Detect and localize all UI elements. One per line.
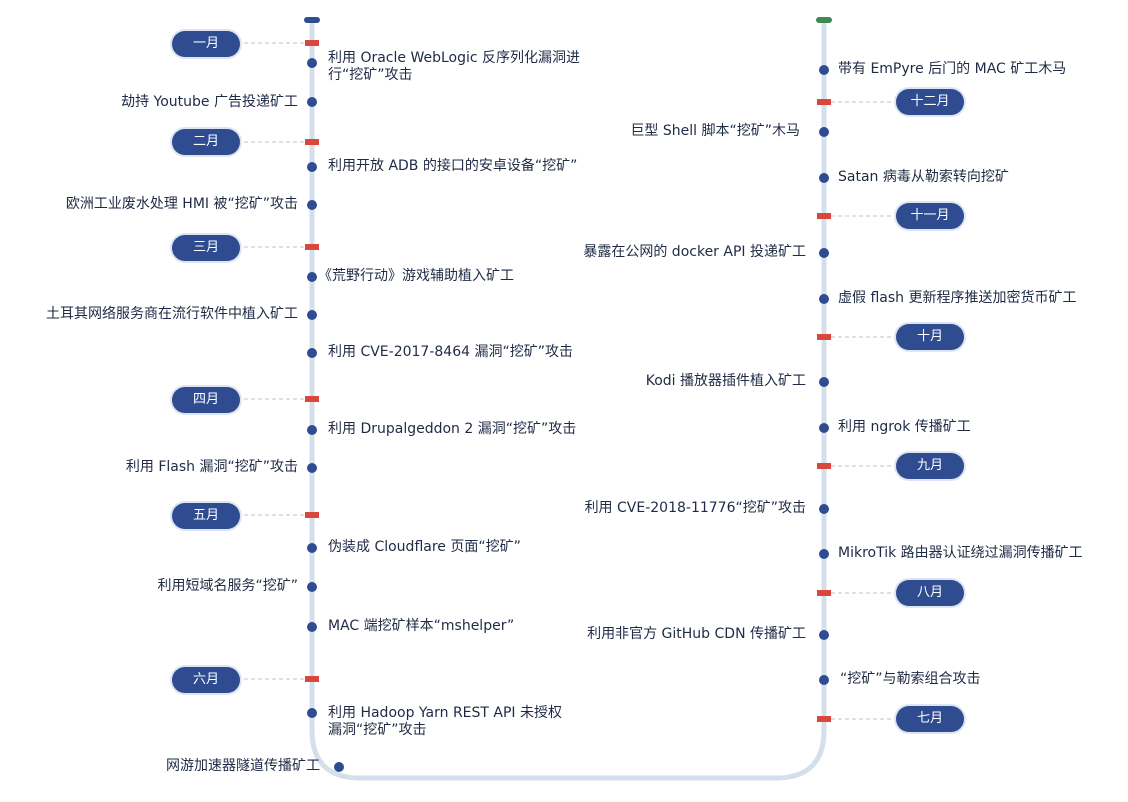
event-label-flash: 利用 Flash 漏洞“挖矿”攻击 bbox=[125, 459, 298, 475]
event-label-ransom-combo: “挖矿”与勒索组合攻击 bbox=[840, 671, 981, 687]
event-label-cloudflare: 伪装成 Cloudflare 页面“挖矿” bbox=[328, 539, 521, 555]
event-label-cve-2017-8464: 利用 CVE-2017-8464 漏洞“挖矿”攻击 bbox=[328, 344, 573, 360]
event-node bbox=[307, 310, 317, 320]
event-label-docker-api: 暴露在公网的 docker API 投递矿工 bbox=[583, 244, 806, 260]
month-label-may: 五月 bbox=[172, 503, 240, 529]
event-node bbox=[307, 425, 317, 435]
event-node bbox=[307, 463, 317, 473]
month-label-dec: 十二月 bbox=[896, 89, 964, 115]
month-marker-may bbox=[244, 512, 319, 518]
event-label-mshelper: MAC 端挖矿样本“mshelper” bbox=[328, 618, 515, 634]
event-label-hmi: 欧洲工业废水处理 HMI 被“挖矿”攻击 bbox=[65, 196, 298, 212]
start-cap bbox=[304, 17, 320, 23]
timeline-track bbox=[309, 17, 827, 781]
month-marker-aug bbox=[817, 590, 896, 596]
event-label-turkey-isp: 土耳其网络服务商在流行软件中植入矿工 bbox=[46, 306, 298, 322]
month-marker-feb bbox=[244, 139, 319, 145]
month-label-apr: 四月 bbox=[172, 387, 240, 413]
event-label-kodi: Kodi 播放器插件植入矿工 bbox=[645, 373, 806, 389]
month-label-oct: 十月 bbox=[896, 324, 964, 350]
month-label-sep: 九月 bbox=[896, 453, 964, 479]
month-label-jul: 七月 bbox=[896, 706, 964, 732]
event-node bbox=[819, 630, 829, 640]
event-label-hadoop-yarn: 利用 Hadoop Yarn REST API 未授权 漏洞“挖矿”攻击 bbox=[328, 705, 563, 738]
event-node bbox=[819, 423, 829, 433]
event-label-drupalgeddon: 利用 Drupalgeddon 2 漏洞“挖矿”攻击 bbox=[328, 421, 577, 437]
event-label-ngrok: 利用 ngrok 传播矿工 bbox=[838, 419, 971, 435]
event-node bbox=[819, 65, 829, 75]
event-node bbox=[307, 200, 317, 210]
event-label-knives-out: 《荒野行动》游戏辅助植入矿工 bbox=[318, 268, 514, 284]
month-label-aug: 八月 bbox=[896, 580, 964, 606]
month-marker-dec bbox=[817, 99, 896, 105]
month-marker-nov bbox=[817, 213, 896, 219]
event-label-empyre: 带有 EmPyre 后门的 MAC 矿工木马 bbox=[838, 61, 1067, 77]
event-node bbox=[819, 504, 829, 514]
event-node bbox=[307, 582, 317, 592]
event-label-mikrotik: MikroTik 路由器认证绕过漏洞传播矿工 bbox=[838, 545, 1083, 561]
month-label-jan: 一月 bbox=[172, 31, 240, 57]
event-node bbox=[307, 162, 317, 172]
event-label-youtube: 劫持 Youtube 广告投递矿工 bbox=[121, 94, 298, 110]
month-label-feb: 二月 bbox=[172, 129, 240, 155]
month-marker-jun bbox=[244, 676, 319, 682]
event-label-fake-flash: 虚假 flash 更新程序推送加密货币矿工 bbox=[838, 290, 1077, 306]
event-node bbox=[819, 377, 829, 387]
event-node bbox=[334, 762, 344, 772]
event-node bbox=[819, 127, 829, 137]
event-label-giant-shell: 巨型 Shell 脚本“挖矿”木马 bbox=[630, 123, 800, 139]
event-node bbox=[819, 173, 829, 183]
month-marker-mar bbox=[244, 244, 319, 250]
month-label-jun: 六月 bbox=[172, 667, 240, 693]
event-label-cve-2018-11776: 利用 CVE-2018-11776“挖矿”攻击 bbox=[584, 500, 806, 516]
month-marker-jul bbox=[817, 716, 896, 722]
event-label-short-url: 利用短域名服务“挖矿” bbox=[157, 578, 298, 594]
event-node bbox=[819, 294, 829, 304]
event-node bbox=[819, 675, 829, 685]
end-cap bbox=[816, 17, 832, 23]
event-label-weblogic: 利用 Oracle WebLogic 反序列化漏洞进 行“挖矿”攻击 bbox=[328, 50, 581, 83]
month-label-mar: 三月 bbox=[172, 235, 240, 261]
event-label-satan: Satan 病毒从勒索转向挖矿 bbox=[838, 169, 1009, 185]
event-node bbox=[307, 622, 317, 632]
event-label-adb: 利用开放 ADB 的接口的安卓设备“挖矿” bbox=[328, 158, 578, 174]
month-marker-jan bbox=[244, 40, 319, 46]
month-marker-sep bbox=[817, 463, 896, 469]
event-label-github-cdn: 利用非官方 GitHub CDN 传播矿工 bbox=[587, 626, 806, 642]
event-node bbox=[307, 97, 317, 107]
event-node bbox=[307, 543, 317, 553]
event-label-game-accelerator: 网游加速器隧道传播矿工 bbox=[166, 758, 320, 774]
event-node bbox=[819, 549, 829, 559]
month-label-nov: 十一月 bbox=[896, 203, 964, 229]
month-marker-oct bbox=[817, 334, 896, 340]
event-node bbox=[307, 272, 317, 282]
event-node bbox=[307, 348, 317, 358]
event-node bbox=[819, 248, 829, 258]
month-marker-apr bbox=[244, 396, 319, 402]
event-node bbox=[307, 708, 317, 718]
event-node bbox=[307, 58, 317, 68]
